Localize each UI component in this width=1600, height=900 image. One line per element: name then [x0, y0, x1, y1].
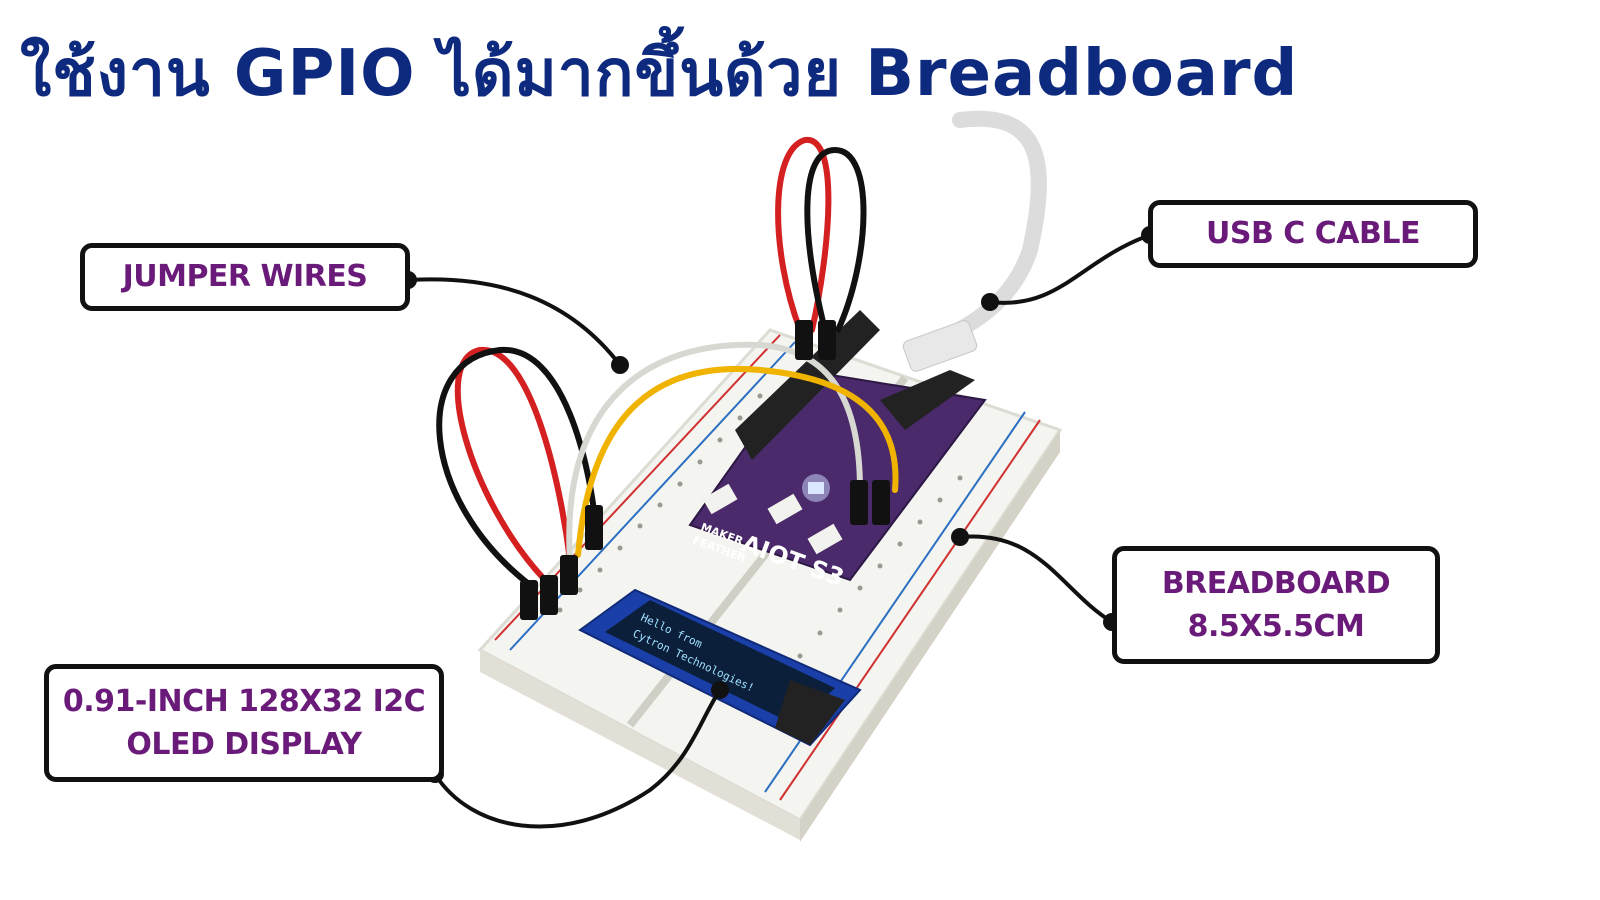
maker-feather-board: MAKER FEATHER AIOT S3	[688, 310, 987, 592]
callout-usb-c-cable: USB C Cable	[1148, 200, 1478, 268]
jumper-connectors	[520, 320, 890, 620]
callout-lines	[409, 233, 1151, 829]
callout-usb-c-cable-text: USB C Cable	[1206, 216, 1420, 252]
callout-jumper-wires: Jumper Wires	[80, 243, 410, 311]
jumper-wires	[436, 136, 899, 588]
callout-breadboard: Breadboard 8.5x5.5cm	[1112, 546, 1440, 664]
callout-breadboard-line2: 8.5x5.5cm	[1187, 609, 1365, 644]
usb-cable	[912, 110, 1047, 358]
callout-jumper-wires-text: Jumper Wires	[122, 259, 368, 295]
breadboard-holes	[557, 393, 963, 703]
page-title: ใช้งาน GPIO ได้มากขึ้นด้วย Breadboard	[20, 37, 1299, 111]
callout-oled-line1: 0.91-inch 128x32 I2C	[62, 683, 426, 719]
callout-breadboard-line1: Breadboard	[1161, 565, 1391, 601]
callout-oled-display: 0.91-inch 128x32 I2C OLED Display	[44, 664, 444, 782]
callout-oled-line2: OLED Display	[126, 727, 362, 762]
usb-plug	[902, 320, 978, 372]
